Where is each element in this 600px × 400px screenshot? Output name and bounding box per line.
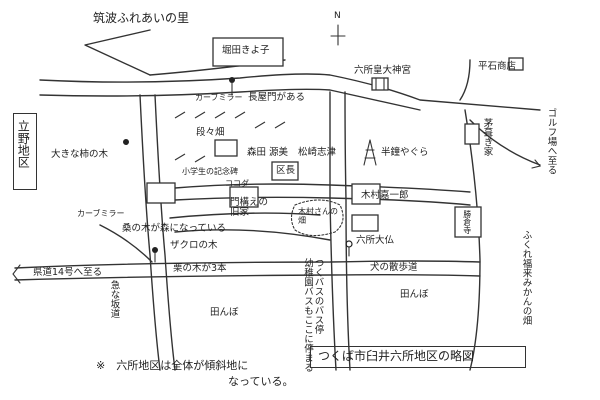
label-tsukuba-sato: 筑波ふれあいの里 — [93, 11, 190, 25]
label-tateno-area: 立野地区 — [16, 120, 31, 168]
bus-stop-icon — [345, 240, 353, 257]
label-mongamae: 門構えの旧家 — [230, 197, 269, 219]
label-kanaiji: 勝倉寺 — [462, 210, 472, 234]
label-curve-mirror-top: カーブミラー — [195, 93, 243, 102]
kimura-field-outline — [290, 199, 344, 237]
house-a — [146, 182, 176, 204]
road-main-horizontal-2 — [14, 273, 481, 281]
terraced-field-hatching — [174, 111, 286, 163]
label-zakuro: ザクロの木 — [170, 240, 218, 251]
label-morita: 森田 源美 — [247, 147, 289, 158]
label-kucho: 区長 — [276, 165, 296, 176]
road-left-vertical-2 — [154, 94, 176, 371]
label-kokoda: ココダ — [225, 179, 249, 188]
label-dandan-field: 段々畑 — [196, 127, 225, 138]
label-curve-mirror-left: カーブミラー — [77, 209, 125, 218]
house-hotta — [212, 37, 284, 67]
label-kuri: 栗の木が3本 — [173, 263, 227, 274]
label-hanshou: 半鐘やぐら — [381, 147, 429, 158]
shrine-icon — [371, 77, 389, 91]
label-paddy-right: 田んぼ — [400, 289, 429, 300]
label-kindergarten-bus: 幼稚園バスもここに停まる — [302, 258, 313, 372]
road-middle-vertical-2 — [344, 91, 351, 371]
road-north-loop-inner — [39, 88, 421, 111]
label-big-persimmon: 大きな柿の木 — [51, 149, 109, 160]
page-title: つくば市臼井六所地区の略図 — [318, 349, 475, 363]
label-hotta: 堀田きよ子 — [222, 45, 270, 56]
road-diagonal-2 — [169, 212, 321, 219]
label-rokusho-oomura: 六所大仏 — [356, 235, 395, 246]
label-fukurai: ふくれ福来みかんの畑 — [520, 230, 532, 325]
title-frame — [310, 346, 526, 368]
label-bus-stop: つくバスのバス停 — [312, 258, 324, 334]
persimmon-tree-icon — [123, 139, 129, 145]
road-middle-horizontal-2 — [174, 196, 471, 206]
label-kimura-field: 木村さんの畑 — [298, 207, 338, 225]
label-rokusho-shrine: 六所皇大神宮 — [354, 65, 412, 76]
road-middle-vertical — [329, 91, 337, 371]
label-kuwanoki: 桑の木が森になっている — [122, 223, 227, 234]
arrow-pref-road-icon — [12, 264, 21, 284]
label-kayabuki-house: 茅葺き家 — [481, 118, 493, 156]
house-e — [271, 161, 299, 181]
curve-mirror-icon-left — [152, 247, 158, 263]
note-line-1: ※ 六所地区は全体が傾斜地に — [96, 359, 249, 372]
fire-bell-tower-icon — [363, 139, 377, 166]
road-right-vertical — [464, 109, 481, 371]
road-left-vertical — [139, 94, 161, 371]
arrow-golf-icon — [531, 159, 541, 169]
road-main-horizontal — [14, 260, 481, 269]
label-inu-sanpo: 犬の散歩道 — [370, 262, 418, 273]
tateno-area-frame — [13, 113, 37, 190]
house-kanaiji — [454, 206, 482, 238]
label-matsuzaki: 松崎志津 — [298, 147, 337, 158]
road-top-arrow — [84, 29, 151, 76]
road-diagonal — [99, 224, 153, 263]
house-b — [229, 186, 259, 208]
label-novelist-monument: 小学生の記念碑 — [182, 167, 238, 176]
label-hiraishi-shop: 平石商店 — [478, 61, 517, 72]
label-steep-slope: 急な坂道 — [108, 280, 120, 318]
road-middle-horizontal — [174, 183, 471, 193]
north-arrow-icon — [330, 24, 346, 46]
house-c — [351, 183, 381, 205]
label-nagayamon: 長屋門がある — [248, 92, 306, 103]
note-line-2: なっている。 — [228, 375, 294, 388]
shop-icon — [508, 57, 524, 71]
label-pref-road: 県道14号へ至る — [33, 267, 103, 278]
road-curve-lower — [174, 229, 331, 241]
road-right-shop — [459, 59, 471, 101]
north-label: N — [334, 11, 341, 21]
house-d — [214, 139, 238, 157]
house-kayabuki — [464, 123, 480, 145]
label-golf-course: ゴルフ場へ至る — [545, 108, 557, 175]
house-oomura — [351, 214, 379, 232]
label-kimura-kaichiro: 木村嘉一郎 — [361, 190, 409, 201]
label-paddy-left: 田んぼ — [210, 307, 239, 318]
curve-mirror-icon-top — [229, 77, 235, 96]
